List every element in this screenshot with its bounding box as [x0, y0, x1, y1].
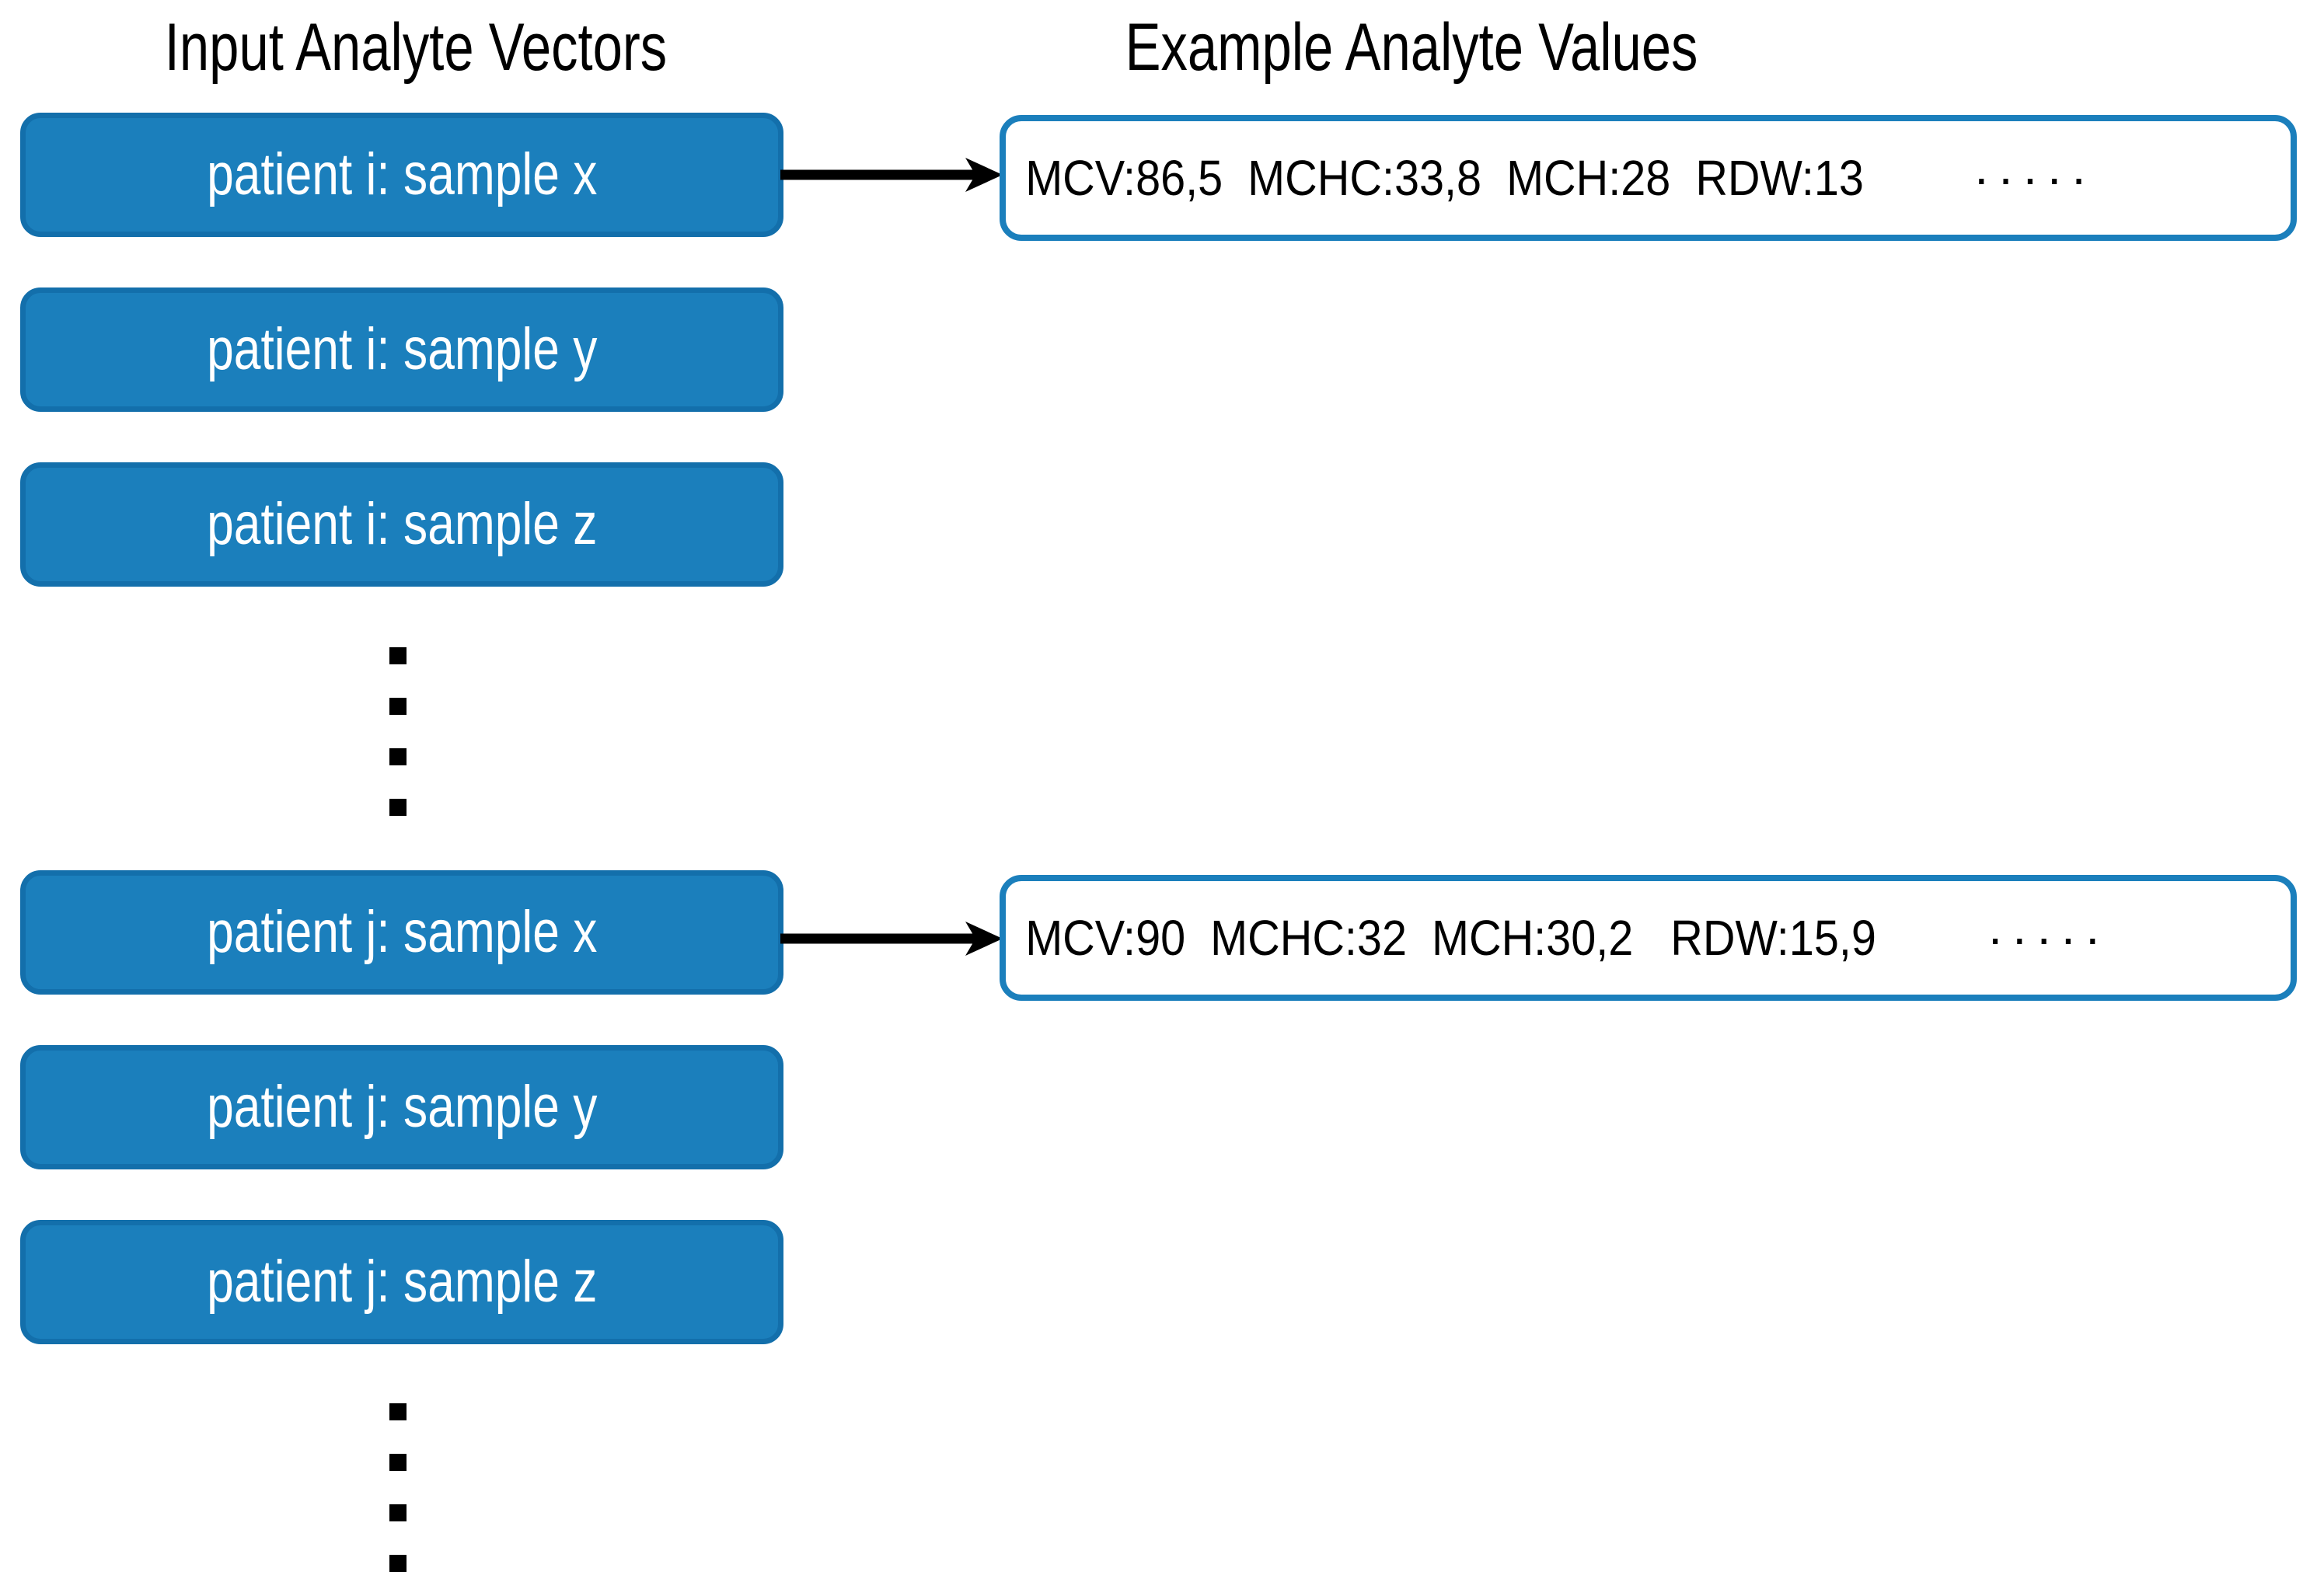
vector-box-patient-j-sample-x[interactable]: patient j: sample x	[20, 870, 783, 995]
arrow-patient-j-sample-x-to-values	[780, 915, 1006, 962]
vector-box-label: patient i: sample z	[206, 491, 598, 557]
vector-box-label: patient j: sample x	[206, 899, 598, 965]
vector-box-label: patient j: sample z	[206, 1249, 598, 1315]
ellipsis-dot	[389, 1555, 407, 1572]
vector-box-label: patient i: sample y	[206, 316, 598, 382]
analyte-values-trailing-ellipsis: ·····	[1973, 150, 2095, 206]
arrow-icon	[780, 922, 1003, 956]
ellipsis-dot	[389, 1403, 407, 1420]
analyte-values-text: MCV:86,5 MCHC:33,8 MCH:28 RDW:13	[1025, 150, 1864, 206]
column-heading-example-analyte-values: Example Analyte Values	[1125, 10, 1698, 85]
ellipsis-dot	[389, 647, 407, 664]
example-analyte-values-box-1[interactable]: MCV:86,5 MCHC:33,8 MCH:28 RDW:13 ·····	[1000, 115, 2297, 241]
arrow-patient-i-sample-x-to-values	[780, 152, 1006, 198]
analyte-values-trailing-ellipsis: ·····	[1987, 910, 2109, 966]
vector-box-patient-i-sample-z[interactable]: patient i: sample z	[20, 462, 783, 587]
ellipsis-after-patient-j	[389, 1403, 407, 1572]
vector-box-patient-j-sample-z[interactable]: patient j: sample z	[20, 1220, 783, 1344]
ellipsis-after-patient-i	[389, 647, 407, 816]
vector-box-label: patient i: sample x	[206, 141, 598, 207]
arrow-icon	[780, 158, 1003, 192]
vector-box-patient-i-sample-y[interactable]: patient i: sample y	[20, 287, 783, 412]
vector-box-label: patient j: sample y	[206, 1074, 598, 1140]
ellipsis-dot	[389, 1504, 407, 1521]
vector-box-patient-j-sample-y[interactable]: patient j: sample y	[20, 1045, 783, 1169]
column-heading-input-analyte-vectors: Input Analyte Vectors	[164, 10, 668, 85]
ellipsis-dot	[389, 698, 407, 715]
analyte-values-text: MCV:90 MCHC:32 MCH:30,2 RDW:15,9	[1025, 910, 1876, 966]
ellipsis-dot	[389, 1454, 407, 1471]
ellipsis-dot	[389, 799, 407, 816]
example-analyte-values-box-2[interactable]: MCV:90 MCHC:32 MCH:30,2 RDW:15,9 ·····	[1000, 875, 2297, 1001]
vector-box-patient-i-sample-x[interactable]: patient i: sample x	[20, 113, 783, 237]
ellipsis-dot	[389, 748, 407, 765]
